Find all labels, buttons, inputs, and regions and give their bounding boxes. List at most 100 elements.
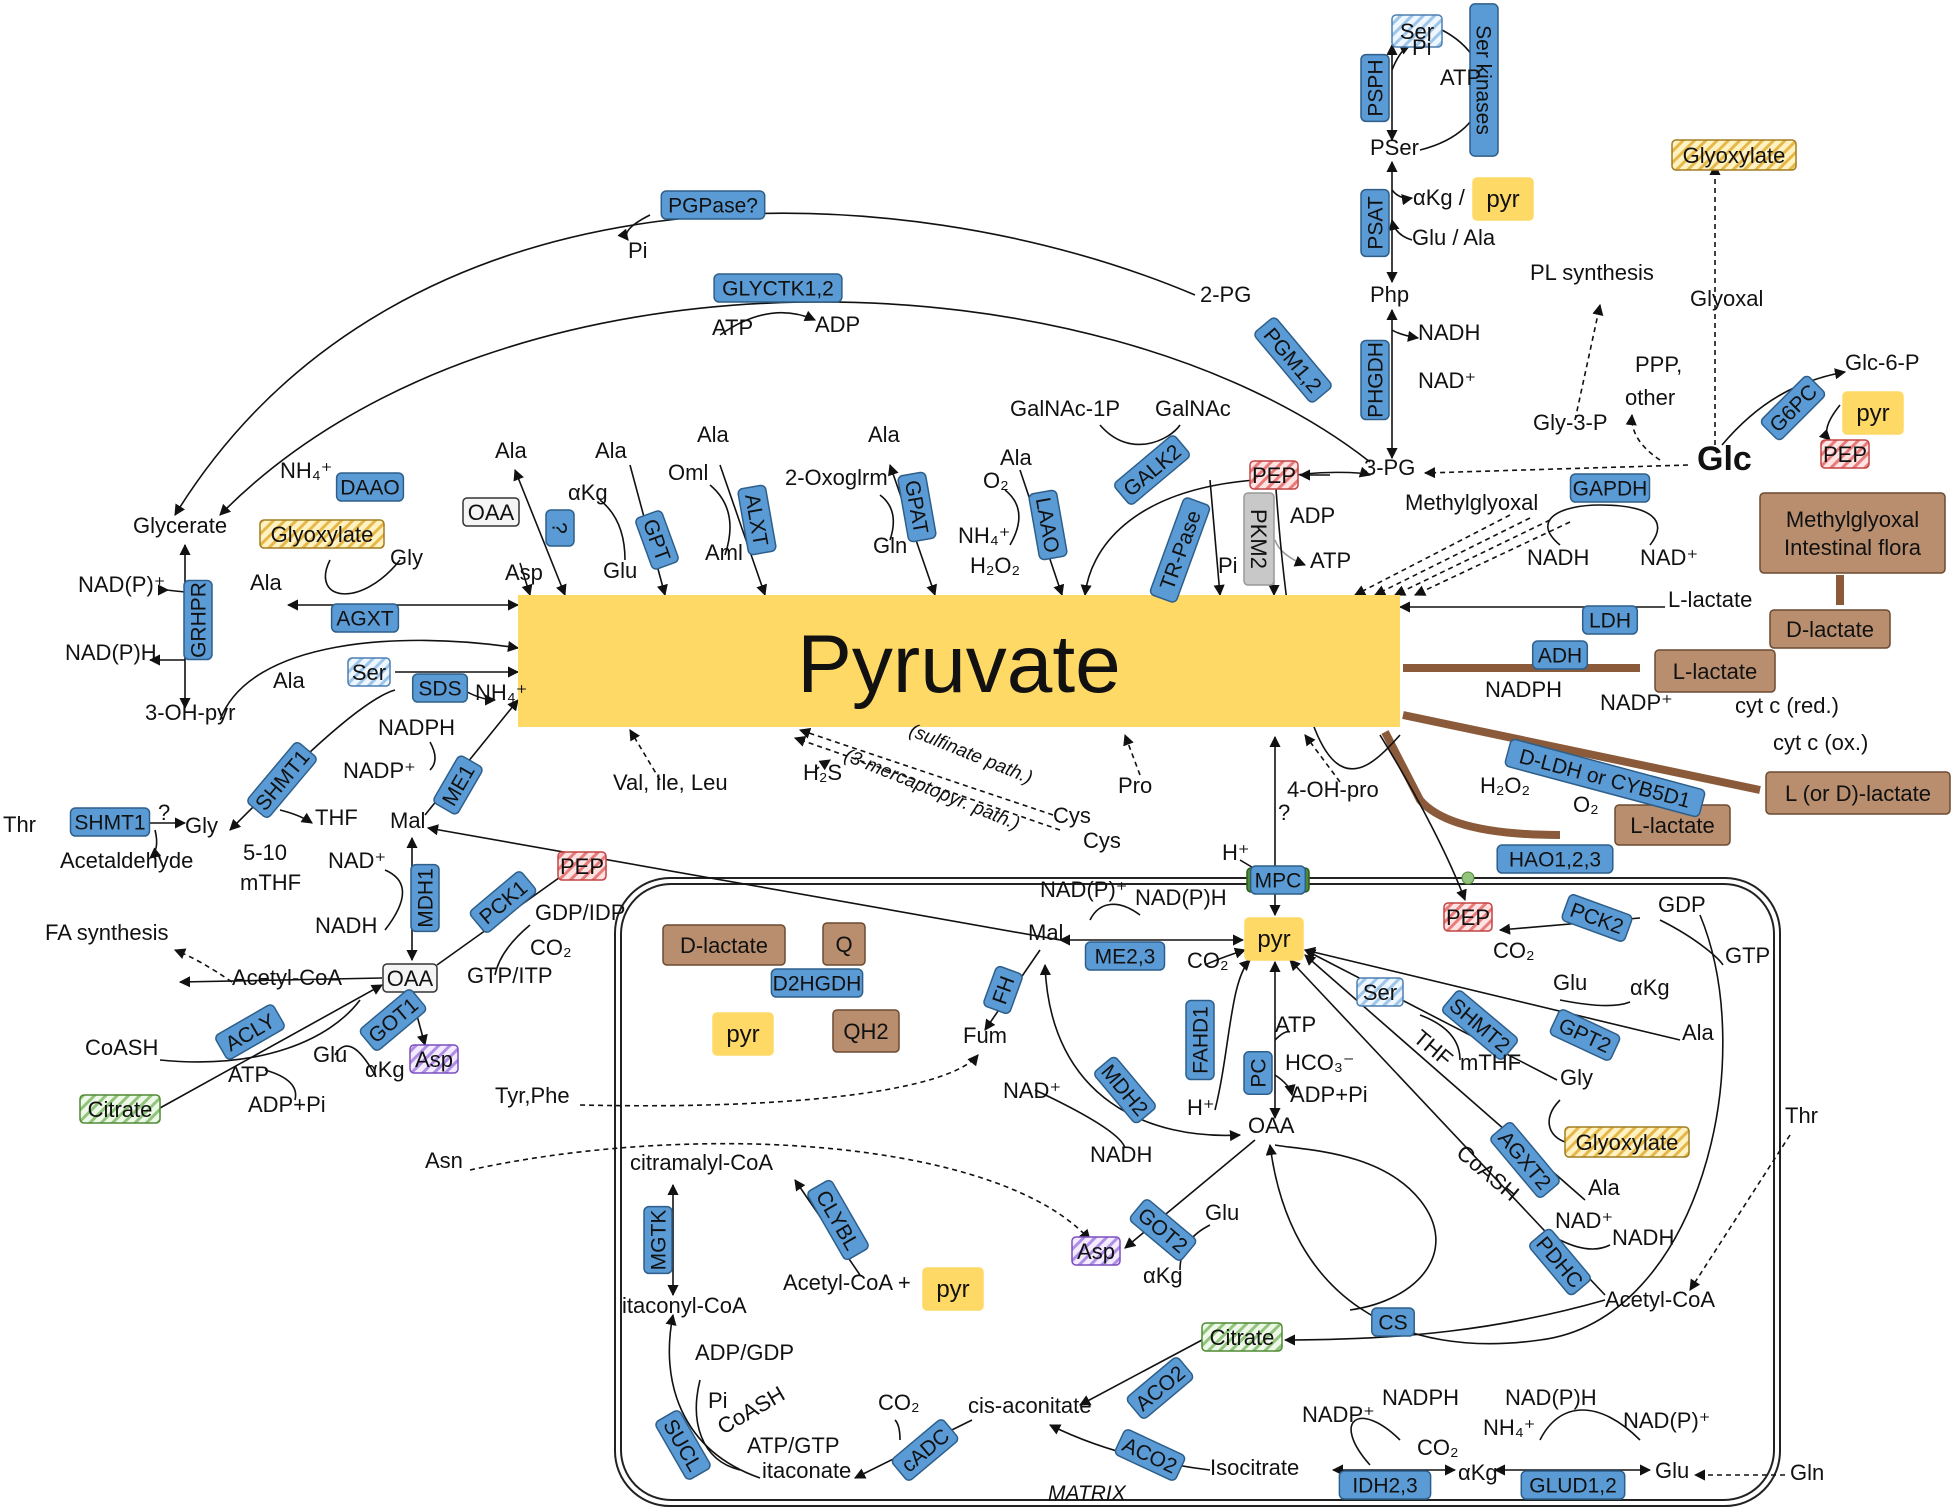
enzyme-sds: SDS xyxy=(411,673,469,703)
metabolite-box-label: Glyoxylate xyxy=(1683,143,1786,168)
enzyme-mdh1: MDH1 xyxy=(410,863,440,933)
enzyme-cadc: cADC xyxy=(891,1419,959,1481)
label-adp-pi: ADP+Pi xyxy=(248,1092,326,1117)
metabolite-box-glyoxylate: Glyoxylate xyxy=(1564,1126,1690,1158)
label-ala: Ala xyxy=(1682,1020,1715,1045)
metabolite-box-pkm2: PKM2 xyxy=(1243,492,1275,586)
pyruvate-node: Pyruvate xyxy=(518,595,1400,727)
enzyme-label: GAPDH xyxy=(1573,478,1648,501)
label-o: O₂ xyxy=(1573,792,1599,817)
label-acetyl-coa: Acetyl-CoA xyxy=(1605,1287,1715,1312)
label-pro: Pro xyxy=(1118,773,1152,798)
metabolite-box-ser: Ser xyxy=(1356,977,1404,1007)
metabolite-box-oaa: OAA xyxy=(382,963,438,993)
enzyme-label: ADH xyxy=(1538,645,1582,668)
label-pi: Pi xyxy=(708,1388,728,1413)
label-thr: Thr xyxy=(1785,1103,1818,1128)
label-nadh: NADH xyxy=(1090,1142,1152,1167)
label-gly: Gly xyxy=(390,545,423,570)
label-pl-synthesis: PL synthesis xyxy=(1530,260,1654,285)
enzyme-pgpase: PGPase? xyxy=(660,190,766,220)
label-kg: αKg xyxy=(1458,1460,1498,1485)
label-other: other xyxy=(1625,385,1675,410)
label-thf: THF xyxy=(315,805,358,830)
metabolite-box-label: pyr xyxy=(936,1276,969,1303)
matrix-label: MATRIX xyxy=(1048,1482,1127,1505)
label-nad: NAD⁺ xyxy=(1555,1208,1613,1233)
metabolite-box-label: D-lactate xyxy=(680,933,768,958)
enzyme-daao: DAAO xyxy=(335,472,405,502)
label-atp: ATP xyxy=(1275,1012,1316,1037)
label-glu: Glu xyxy=(1553,970,1587,995)
label-nadp: NADP⁺ xyxy=(1302,1402,1375,1427)
label-gln: Gln xyxy=(1790,1460,1824,1485)
label-nad: NAD⁺ xyxy=(1418,368,1476,393)
enzyme-label: GLYCTK1,2 xyxy=(722,278,834,301)
label-pi: Pi xyxy=(628,238,648,263)
label-glu: Glu xyxy=(1655,1458,1689,1483)
enzyme-label: D2HGDH xyxy=(773,973,862,996)
label-adp-gdp: ADP/GDP xyxy=(695,1340,794,1365)
enzyme-label: IDH2,3 xyxy=(1352,1475,1417,1498)
metabolite-box-glyoxylate: Glyoxylate xyxy=(259,519,385,549)
enzyme-pdhc: PDHC xyxy=(1529,1228,1591,1296)
label-ala: Ala xyxy=(1588,1175,1621,1200)
label-val-ile-leu: Val, Ile, Leu xyxy=(613,770,728,795)
label-2-pg: 2-PG xyxy=(1200,282,1251,307)
metabolite-box-label: Asp xyxy=(1077,1239,1115,1264)
label-nh: NH₄⁺ xyxy=(958,523,1010,548)
label-nad-p: NAD(P)⁺ xyxy=(1623,1408,1710,1433)
metabolite-box-q: Q xyxy=(822,922,866,966)
label-kg: αKg xyxy=(1630,975,1670,1000)
enzyme-clybl: CLYBL xyxy=(807,1179,869,1261)
metabolite-box-label: Ser xyxy=(1363,980,1397,1005)
label-glc-6-p: Glc-6-P xyxy=(1845,350,1920,375)
label-nh: NH₄⁺ xyxy=(280,458,332,483)
metabolite-box-pep: PEP xyxy=(557,851,607,881)
label-ala: Ala xyxy=(1000,445,1033,470)
enzyme-label: CS xyxy=(1378,1312,1407,1335)
metabolite-box-label: Glyoxylate xyxy=(271,522,374,547)
label-ala: Ala xyxy=(868,422,901,447)
enzyme-grhpr: GRHPR xyxy=(183,579,213,661)
label-nad-p-h: NAD(P)H xyxy=(1135,885,1227,910)
enzyme-alxt: ALXT xyxy=(737,484,777,556)
metabolite-box-ser: Ser xyxy=(1391,14,1443,48)
metabolite-box-pyr: pyr xyxy=(712,1012,774,1056)
metabolite-box-l-or-d-lactate: L (or D)-lactate xyxy=(1765,771,1951,815)
metabolite-box-label: OAA xyxy=(468,500,515,525)
label-atp-gtp: ATP/GTP xyxy=(747,1433,840,1458)
label-h-s: H₂S xyxy=(803,760,842,785)
enzyme-laao: LAAO xyxy=(1028,489,1068,561)
enzyme-label: PGM1,2 xyxy=(1259,324,1326,398)
mitochondrion xyxy=(614,877,1781,1507)
label-pi: Pi xyxy=(1412,35,1432,60)
enzyme-phgdh: PHGDH xyxy=(1360,339,1390,421)
enzyme-label: FAHD1 xyxy=(1190,1006,1213,1074)
enzyme-shmt1: SHMT1 xyxy=(69,807,151,837)
label-kg: αKg xyxy=(568,480,608,505)
label-nad-p: NAD(P)⁺ xyxy=(78,572,165,597)
label-gdp-idp: GDP/IDP xyxy=(535,900,625,925)
label-l-lactate: L-lactate xyxy=(1668,587,1752,612)
label-nadh: NADH xyxy=(1612,1225,1674,1250)
metabolite-box-label: PEP xyxy=(560,854,604,879)
label-glyoxal: Glyoxal xyxy=(1690,286,1763,311)
enzyme-idh2-3: IDH2,3 xyxy=(1338,1470,1432,1500)
label-isocitrate: Isocitrate xyxy=(1210,1455,1299,1480)
label-glycerate: Glycerate xyxy=(133,513,227,538)
label-nh: NH₄⁺ xyxy=(1483,1415,1535,1440)
enzyme-label: AGXT xyxy=(336,608,393,631)
label-itaconate: itaconate xyxy=(762,1458,851,1483)
enzyme-fh: FH xyxy=(983,965,1023,1015)
label-h-o: H₂O₂ xyxy=(1480,773,1530,798)
enzyme-label: SHMT1 xyxy=(74,812,145,835)
pep-transporter-dot xyxy=(1461,871,1475,885)
metabolite-box-pep: PEP xyxy=(1249,460,1299,490)
metabolite-box-label: Citrate xyxy=(88,1097,153,1122)
enzyme-mdh2: MDH2 xyxy=(1094,1056,1156,1124)
